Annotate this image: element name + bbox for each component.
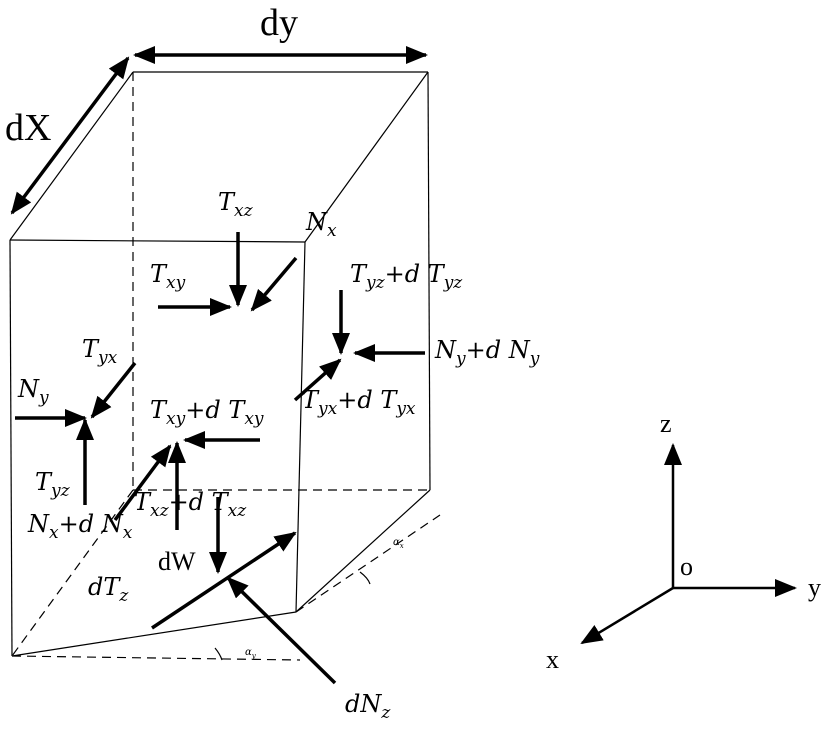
- origin-label: o: [680, 552, 693, 581]
- dnz-label: dNz: [345, 690, 391, 723]
- dy-label: dy: [260, 2, 298, 44]
- alpha-x-label: αx: [393, 537, 404, 550]
- angle-arc-x: [359, 571, 371, 585]
- tyx-label: Tyx: [82, 335, 118, 368]
- edge-bottom-right: [295, 489, 431, 613]
- edge-front-right: [295, 241, 306, 613]
- y-axis-label: y: [808, 573, 821, 602]
- nx-label: Nx: [305, 208, 337, 241]
- x-axis: [580, 586, 674, 645]
- dtz-label: dTz: [88, 573, 129, 606]
- nx-arrow: [250, 256, 298, 312]
- ref-line-right-bottom: [295, 514, 441, 613]
- ref-line-front-bottom: [11, 655, 301, 661]
- z-axis-label: z: [660, 409, 672, 438]
- txy-d-label: Txy+d Txy: [150, 396, 264, 429]
- ny-label: Ny: [17, 375, 49, 408]
- force-arrows: [15, 232, 425, 685]
- edge-front-left: [9, 239, 13, 657]
- dtz-arrow: [151, 531, 297, 630]
- angle-arc-y: [214, 647, 223, 661]
- dx-label: dX: [5, 107, 51, 149]
- edge-top-left: [9, 71, 134, 241]
- tyz-label: Tyz: [35, 468, 71, 501]
- tyx-arrow: [90, 361, 137, 419]
- dx-dimension-arrow: [10, 56, 130, 215]
- element-box: [9, 71, 441, 661]
- txz-label: Txz: [218, 188, 254, 221]
- nx-d-label: Nx+d Nx: [27, 510, 133, 543]
- tyx-d-label: Tyx+d Tyx: [302, 386, 416, 419]
- dnz-arrow: [226, 576, 337, 685]
- edge-top-right: [304, 71, 429, 243]
- coordinate-axes: z y x o: [546, 409, 821, 674]
- tyx-d-arrow: [293, 358, 342, 402]
- tyz-d-label: Tyz+d Tyz: [350, 260, 463, 293]
- edge-hidden-bottom-left: [11, 489, 134, 657]
- edge-back-right: [427, 71, 431, 491]
- alpha-y-label: αy: [245, 647, 257, 660]
- nx-d-arrow: [113, 444, 172, 522]
- txy-label: Txy: [150, 260, 186, 293]
- edge-top-front: [9, 239, 306, 243]
- txz-d-label: Txz+d Txz: [134, 488, 247, 521]
- x-axis-label: x: [546, 645, 559, 674]
- edge-bottom-front: [11, 611, 297, 657]
- ny-d-label: Ny+d Ny: [434, 336, 540, 369]
- force-labels: Txz Nx Txy Tyz+d Tyz Ny+d Ny Tyx Ny Txy+…: [17, 188, 540, 723]
- dw-label: dW: [158, 547, 196, 576]
